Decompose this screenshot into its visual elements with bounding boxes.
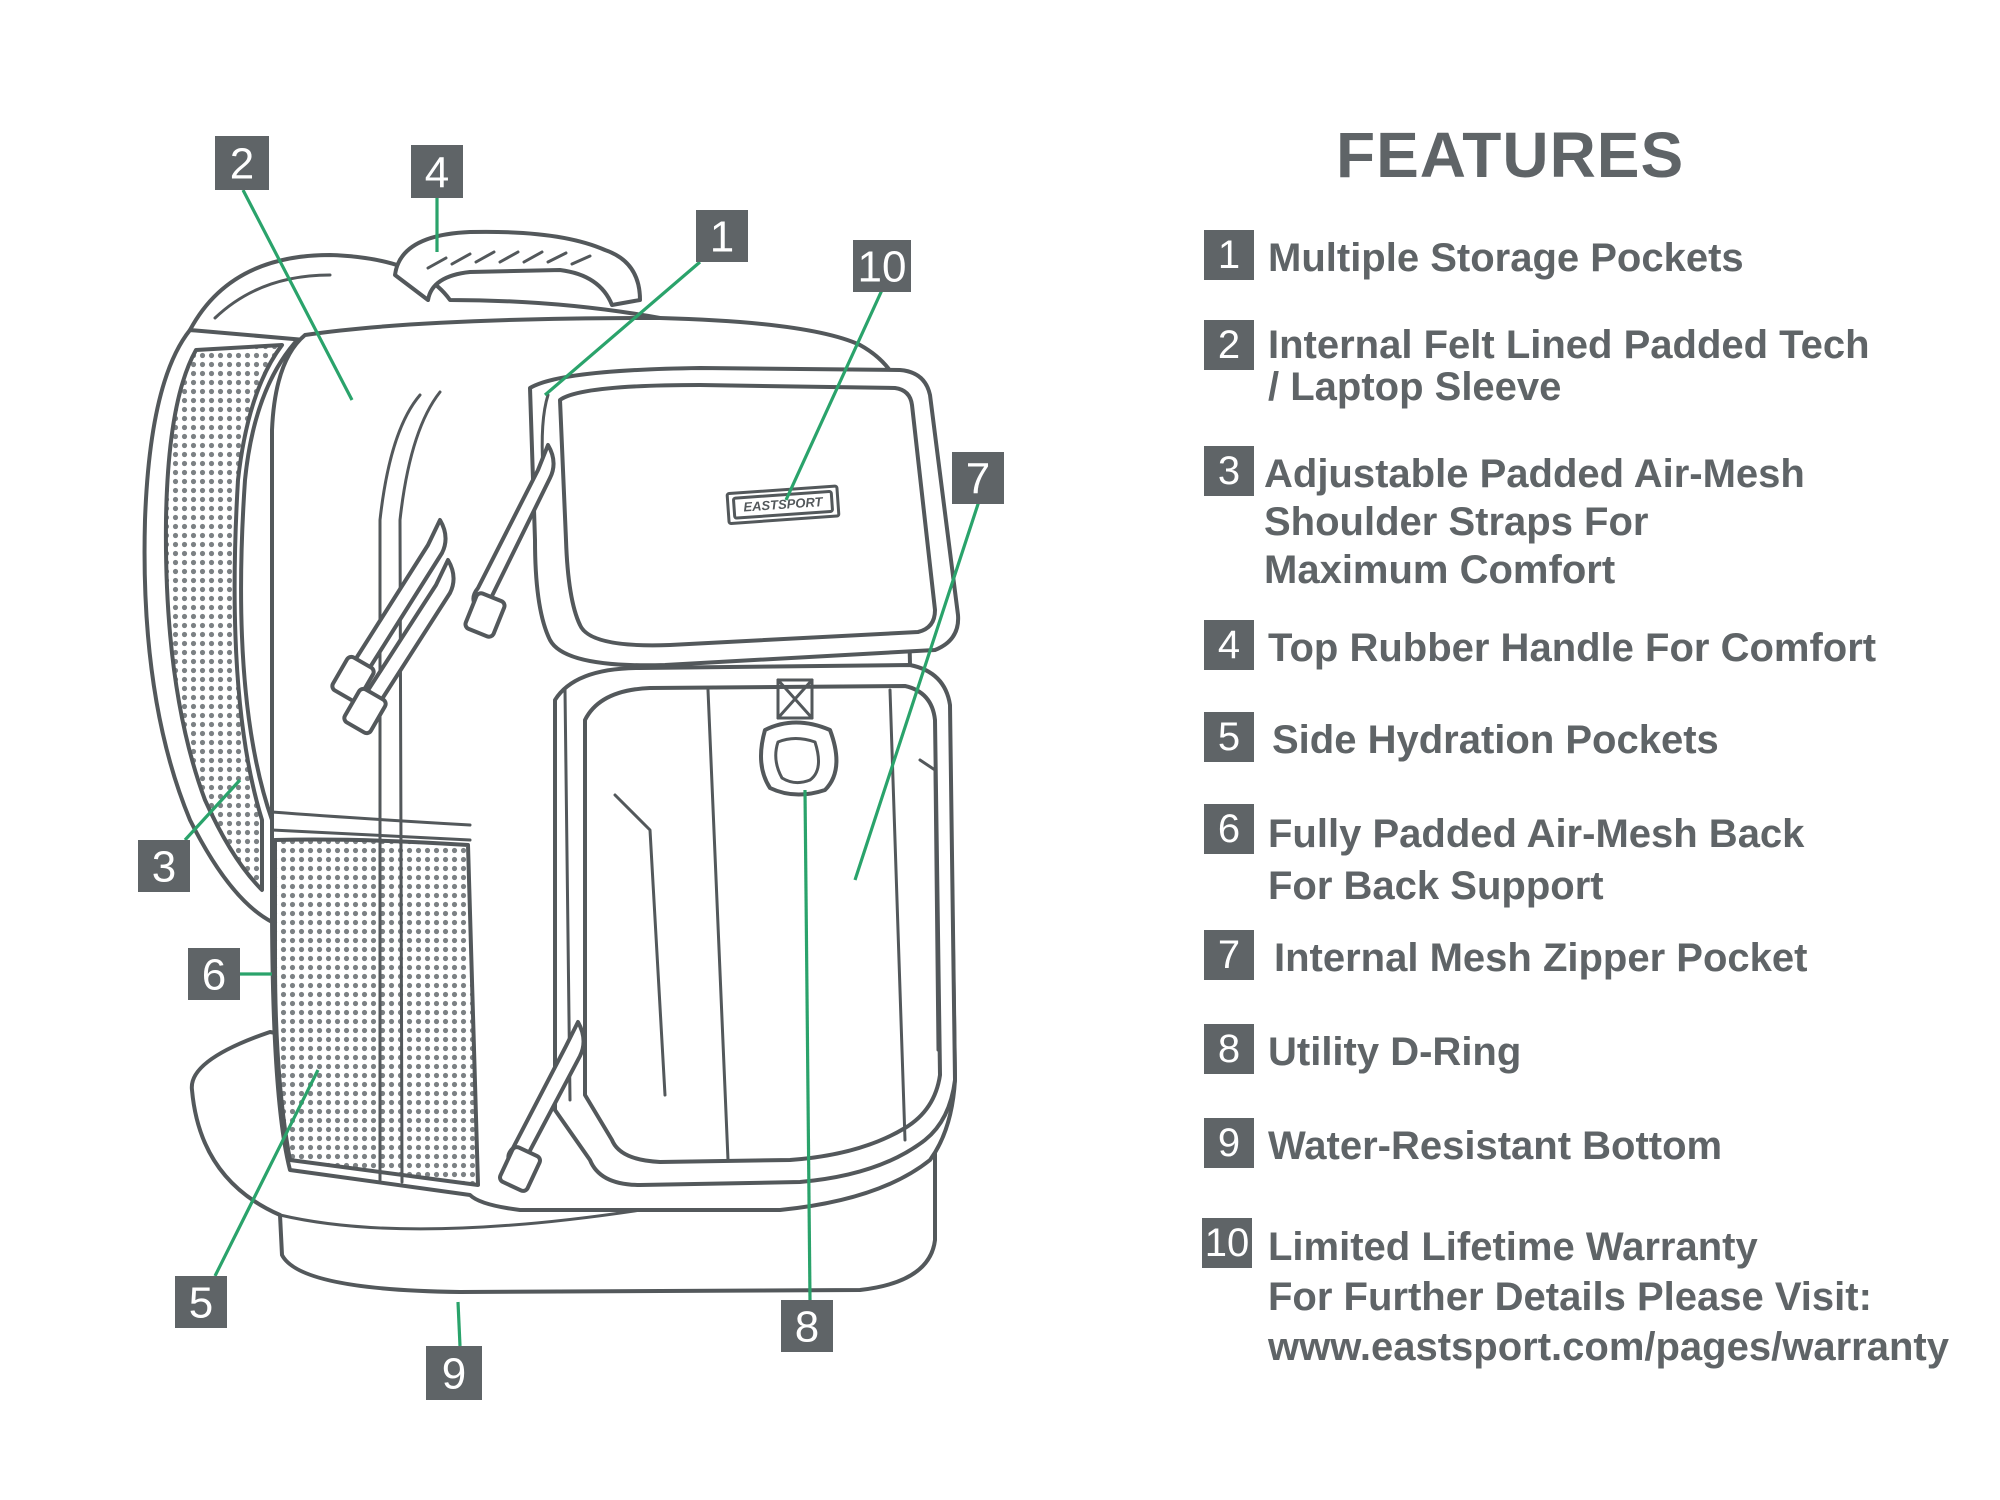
shoulder-strap	[142, 328, 307, 924]
lower-front-pocket	[553, 663, 957, 1187]
svg-text:3: 3	[152, 843, 176, 892]
feature-text: Multiple Storage Pockets	[1268, 236, 1744, 280]
feature-number-badge: 10	[1202, 1218, 1252, 1268]
leader-line-9	[456, 1301, 462, 1347]
leader-line-3	[183, 778, 242, 842]
feature-text: Water-Resistant Bottom	[1268, 1124, 1723, 1168]
callout-badge-7: 7	[952, 452, 1004, 504]
svg-text:9: 9	[442, 1350, 466, 1399]
svg-text:1: 1	[710, 213, 734, 262]
svg-text:10: 10	[858, 243, 907, 292]
feature-number-badge: 8	[1204, 1024, 1254, 1074]
svg-text:5: 5	[189, 1279, 213, 1328]
svg-text:2: 2	[230, 140, 254, 189]
feature-text: Internal Mesh Zipper Pocket	[1274, 936, 1808, 980]
svg-text:8: 8	[795, 1303, 819, 1352]
backpack-diagram: EASTSPORT	[138, 136, 1004, 1400]
callout-badge-9: 9	[426, 1346, 482, 1400]
leader-line-5	[213, 1069, 320, 1277]
brand-logo: EASTSPORT	[725, 484, 841, 525]
callout-badge-4: 4	[411, 145, 463, 198]
feature-number-badge: 2	[1204, 320, 1254, 370]
leader-line-1	[543, 260, 702, 397]
feature-number-badge: 1	[1204, 230, 1254, 280]
feature-text: Fully Padded Air-Mesh Back For Back Supp…	[1268, 812, 1805, 908]
feature-number-badge: 4	[1204, 620, 1254, 670]
feature-text: Limited Lifetime Warranty For Further De…	[1268, 1225, 1949, 1369]
leader-line-2	[241, 189, 354, 401]
callout-badge-10: 10	[853, 240, 911, 292]
callout-badge-3: 3	[138, 840, 190, 892]
leader-line-8	[803, 789, 812, 1301]
d-ring	[759, 678, 839, 797]
feature-number-badge: 5	[1204, 712, 1254, 762]
features-title: FEATURES	[1336, 119, 1685, 191]
brand-label: EASTSPORT	[743, 494, 824, 515]
upper-front-pocket: EASTSPORT	[528, 366, 961, 668]
feature-number-badge: 6	[1204, 804, 1254, 854]
feature-number-badge: 3	[1204, 446, 1254, 496]
callout-badge-5: 5	[175, 1276, 227, 1328]
leader-lines	[183, 189, 982, 1347]
feature-text: Utility D-Ring	[1268, 1030, 1522, 1074]
callout-badge-8: 8	[781, 1300, 833, 1352]
feature-text: Top Rubber Handle For Comfort	[1268, 626, 1877, 670]
callout-badge-1: 1	[696, 210, 748, 262]
svg-text:7: 7	[966, 455, 990, 504]
zipper-pulls	[330, 443, 586, 1193]
feature-text: Internal Felt Lined Padded Tech / Laptop…	[1268, 323, 1870, 409]
top-handle	[393, 229, 642, 307]
feature-text: Side Hydration Pockets	[1272, 718, 1719, 762]
feature-text: Adjustable Padded Air-Mesh Shoulder Stra…	[1264, 452, 1805, 592]
svg-text:6: 6	[202, 951, 226, 1000]
callout-badge-6: 6	[188, 948, 240, 1000]
leader-line-10	[784, 289, 884, 501]
feature-number-badge: 9	[1204, 1118, 1254, 1168]
callout-badge-2: 2	[215, 136, 269, 190]
feature-number-badge: 7	[1204, 930, 1254, 980]
svg-text:4: 4	[425, 149, 449, 198]
leader-line-7	[853, 497, 982, 881]
